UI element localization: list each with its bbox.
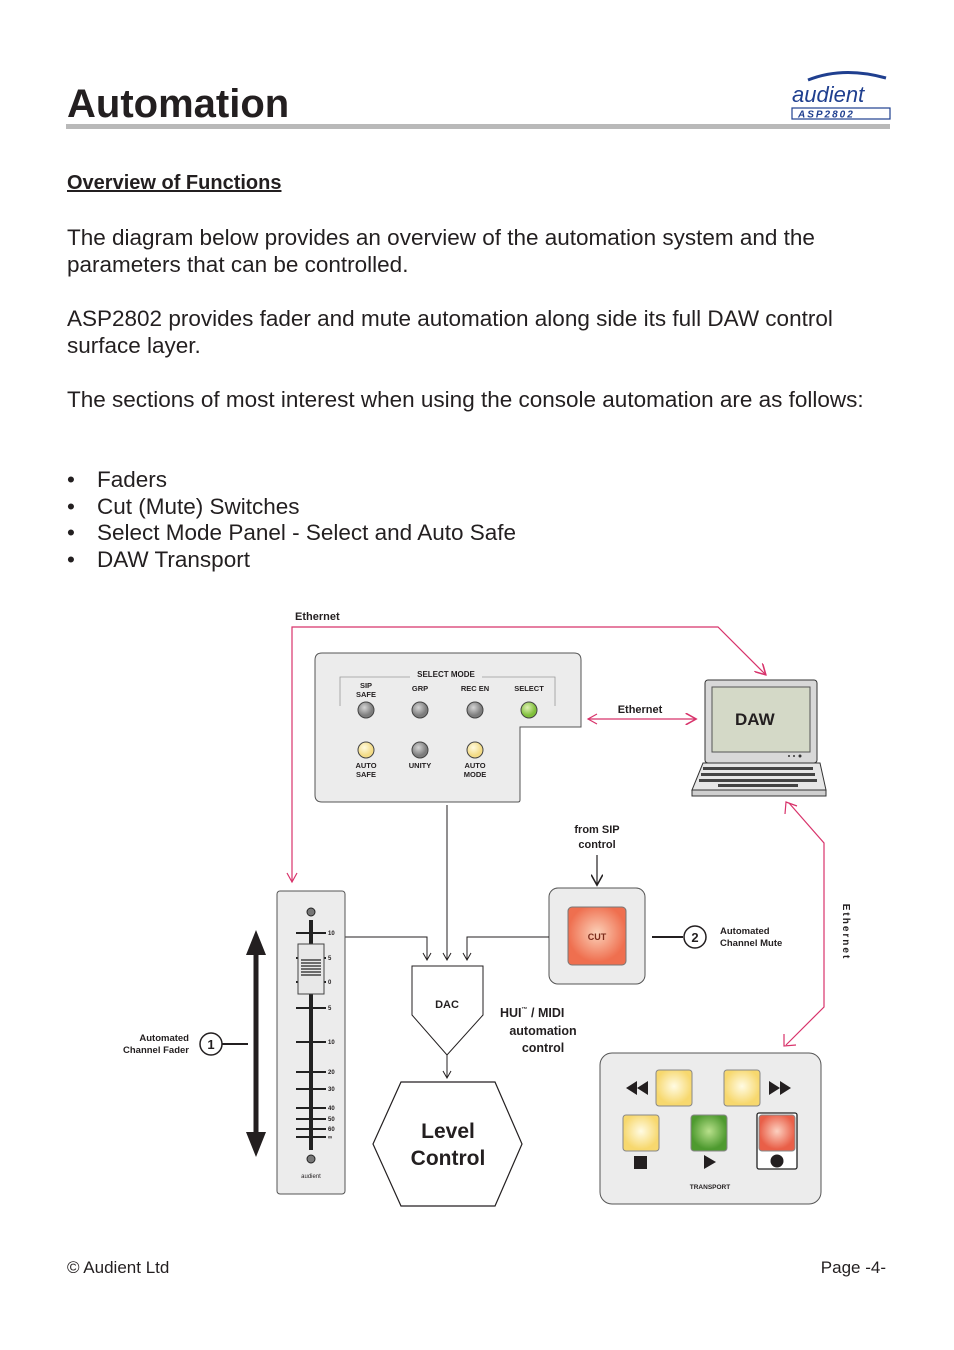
- page-number: Page -4-: [820, 1258, 886, 1277]
- svg-text:control: control: [522, 1041, 564, 1055]
- cut-button: [567, 906, 627, 966]
- ethernet-label-top: Ethernet: [295, 611, 340, 623]
- led-grp: [411, 701, 429, 719]
- svg-text:from SIP: from SIP: [574, 824, 619, 836]
- rewind-button: [655, 1069, 693, 1107]
- led-auto-safe: [357, 741, 375, 759]
- cut-label: CUT: [588, 932, 607, 942]
- fast-forward-button: [723, 1069, 761, 1107]
- svg-text:5: 5: [328, 956, 332, 962]
- led-auto-mode: [466, 741, 484, 759]
- svg-text:GRP: GRP: [412, 684, 428, 693]
- dac-block: [411, 965, 484, 1056]
- record-button: [758, 1114, 796, 1152]
- led-sip-safe: [357, 701, 375, 719]
- list-item: Faders: [67, 467, 516, 494]
- svg-text:1: 1: [207, 1037, 214, 1052]
- record-icon: [770, 1154, 784, 1168]
- svg-text:50: 50: [328, 1117, 335, 1123]
- svg-text:AUTO: AUTO: [464, 761, 485, 770]
- paragraph-3: The sections of most interest when using…: [67, 387, 864, 412]
- svg-text:automation: automation: [509, 1024, 576, 1038]
- svg-text:Level: Level: [421, 1120, 475, 1143]
- copyright: © Audient Ltd: [67, 1258, 170, 1277]
- daw-label: DAW: [735, 710, 776, 729]
- svg-text:Automated: Automated: [139, 1033, 189, 1044]
- ethernet-label-side: Ethernet: [840, 904, 851, 961]
- svg-text:SAFE: SAFE: [356, 690, 376, 699]
- svg-text:2: 2: [691, 930, 698, 945]
- feature-list: Faders Cut (Mute) Switches Select Mode P…: [67, 467, 516, 573]
- svg-text:∞: ∞: [328, 1135, 332, 1141]
- led-select: [520, 701, 538, 719]
- paragraph-1: The diagram below provides an overview o…: [67, 225, 815, 277]
- paragraph-2: ASP2802 provides fader and mute automati…: [67, 306, 833, 358]
- svg-text:10: 10: [328, 1040, 335, 1046]
- svg-text:5: 5: [328, 1006, 332, 1012]
- fader-brand: audient: [301, 1174, 321, 1180]
- play-button: [690, 1114, 728, 1152]
- level-control-block: [372, 1081, 523, 1207]
- ethernet-label-mid: Ethernet: [618, 704, 663, 716]
- stop-button: [622, 1114, 660, 1152]
- ethernet-line-side: [785, 802, 825, 1046]
- fader-scale: 10 5 0 5 10 20 30 40 50 60 ∞: [328, 931, 335, 1141]
- led-rec-en: [466, 701, 484, 719]
- svg-text:SIP: SIP: [360, 681, 372, 690]
- laptop-daw: DAW: [691, 679, 827, 797]
- automation-diagram: Ethernet SELECT MODE SIP SAFE GRP REC EN…: [123, 611, 851, 1207]
- audient-logo: audient ASP2802: [791, 70, 891, 121]
- hui-label: HUI™ / MIDI: [500, 1006, 564, 1020]
- svg-text:40: 40: [328, 1106, 335, 1112]
- title-rule: [66, 124, 890, 129]
- list-item: DAW Transport: [67, 547, 516, 574]
- svg-text:DAC: DAC: [435, 999, 459, 1011]
- svg-text:AUTO: AUTO: [355, 761, 376, 770]
- stop-icon: [634, 1156, 647, 1169]
- svg-text:10: 10: [328, 931, 335, 937]
- svg-text:20: 20: [328, 1070, 335, 1076]
- list-item: Cut (Mute) Switches: [67, 494, 516, 521]
- select-mode-title: SELECT MODE: [417, 670, 475, 679]
- fast-forward-icon: [769, 1081, 791, 1095]
- svg-text:SAFE: SAFE: [356, 770, 376, 779]
- svg-text:60: 60: [328, 1127, 335, 1133]
- svg-text:Control: Control: [411, 1147, 486, 1170]
- logo-model: ASP2802: [797, 110, 855, 121]
- svg-text:SELECT: SELECT: [514, 684, 544, 693]
- mute-badge: [683, 925, 707, 949]
- svg-text:UNITY: UNITY: [409, 761, 432, 770]
- play-icon: [704, 1155, 716, 1169]
- rewind-icon: [626, 1081, 648, 1095]
- svg-text:Channel Mute: Channel Mute: [720, 938, 782, 949]
- svg-text:MODE: MODE: [464, 770, 487, 779]
- section-heading: Overview of Functions: [67, 172, 282, 194]
- svg-text:Automated: Automated: [720, 926, 770, 937]
- svg-text:control: control: [578, 839, 615, 851]
- page-title: Automation: [67, 82, 290, 126]
- fader-cap: [297, 943, 325, 995]
- select-mode-panel: [314, 652, 582, 803]
- svg-text:REC EN: REC EN: [461, 684, 489, 693]
- transport-label: TRANSPORT: [690, 1184, 730, 1191]
- logo-wordmark: audient: [792, 82, 865, 107]
- svg-text:30: 30: [328, 1087, 335, 1093]
- svg-text:0: 0: [328, 980, 332, 986]
- ethernet-line-top: [291, 626, 765, 882]
- list-item: Select Mode Panel - Select and Auto Safe: [67, 520, 516, 547]
- led-unity: [411, 741, 429, 759]
- svg-text:Channel Fader: Channel Fader: [123, 1045, 189, 1056]
